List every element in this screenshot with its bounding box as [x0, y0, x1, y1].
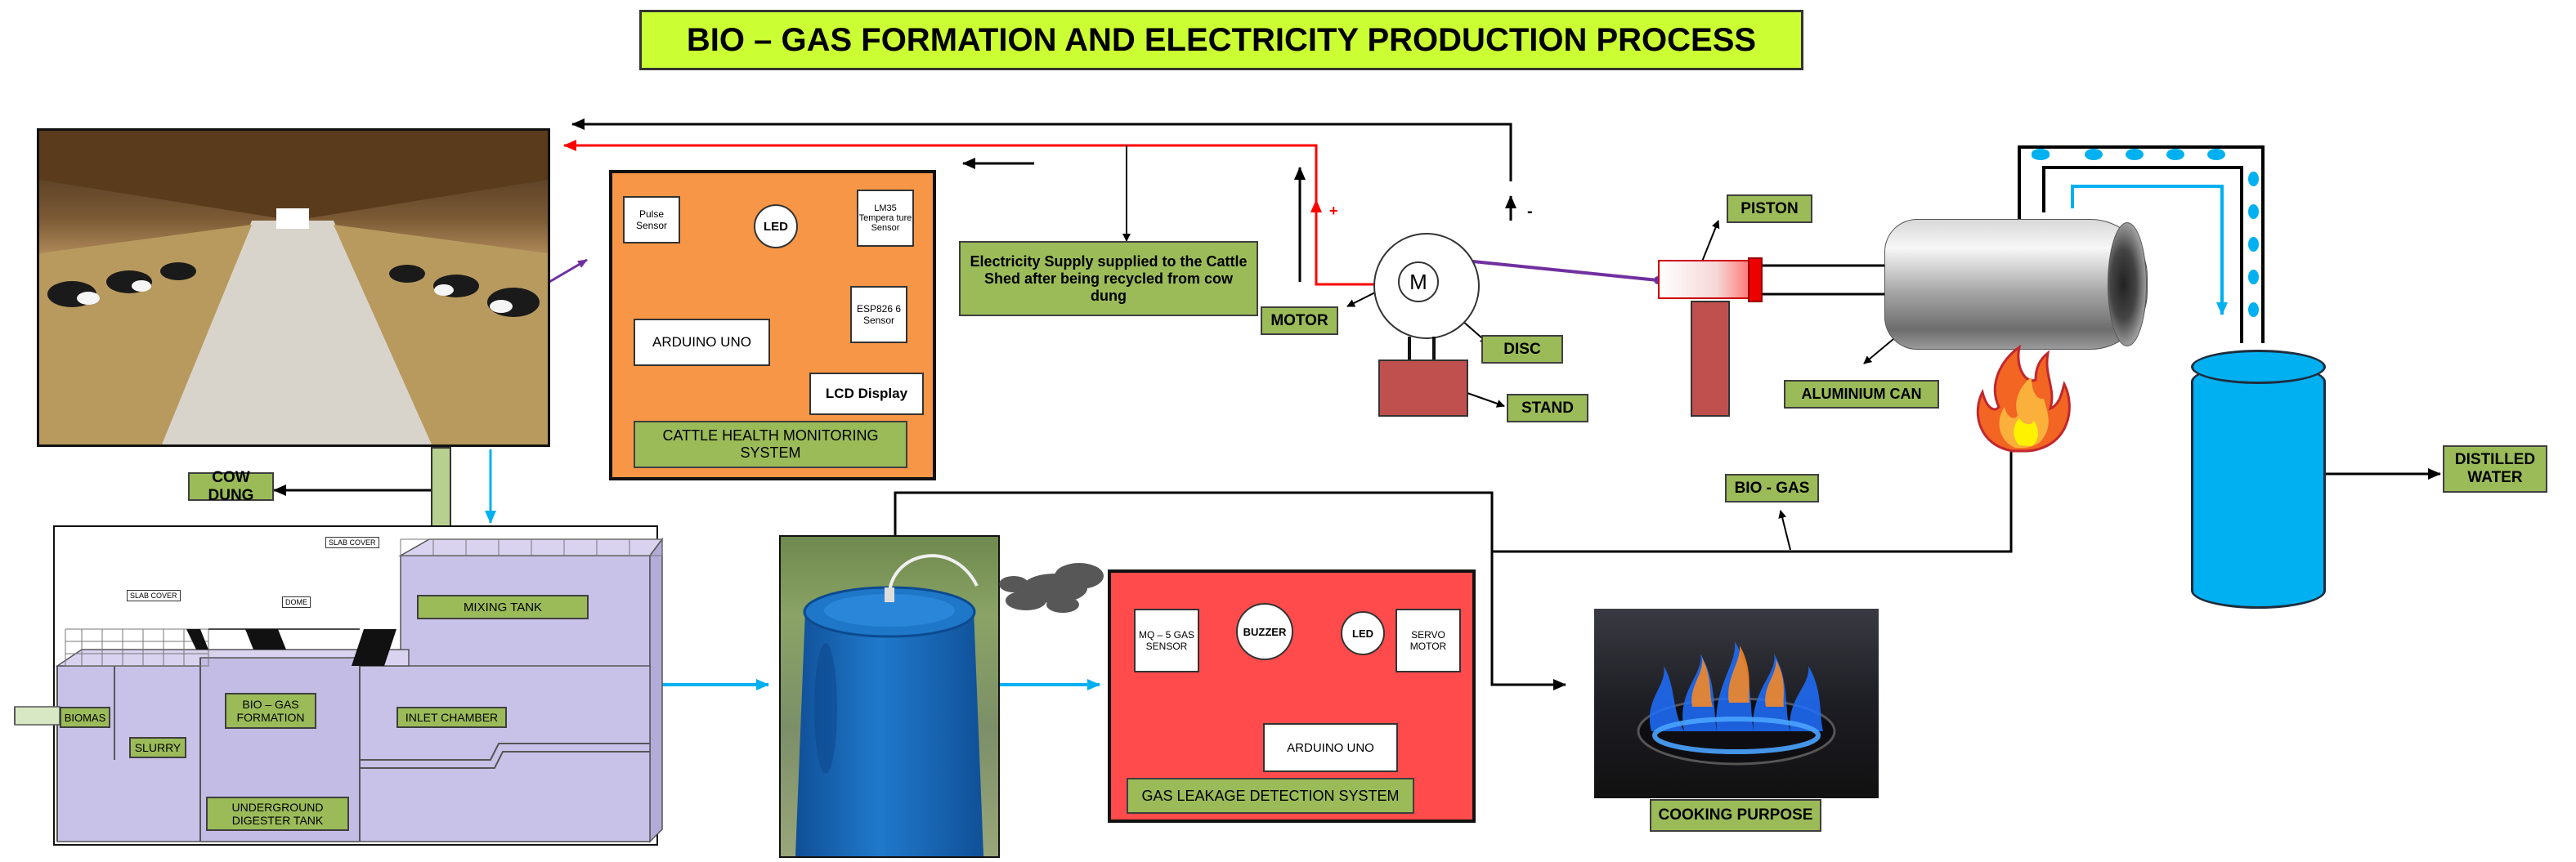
cooking-stove-image [1594, 609, 1879, 798]
stand-leg-left [1408, 337, 1411, 361]
inlet-chamber-label: INLET CHAMBER [396, 707, 507, 728]
servo-motor: SERVO MOTOR [1396, 609, 1461, 672]
electricity-supply-label: Electricity Supply supplied to the Cattl… [959, 241, 1258, 316]
aluminium-can [1884, 219, 2148, 350]
bio-gas-label: BIO - GAS [1725, 474, 1819, 502]
esp8266-sensor: ESP826 6 Sensor [850, 286, 907, 343]
piston-post [1691, 301, 1730, 417]
water-tank-top [2191, 350, 2326, 384]
distill-pipe-outer [2018, 145, 2265, 343]
distill-pipe-inner [2042, 166, 2243, 343]
red-plus-sign: + [1329, 203, 1338, 219]
cattle-arduino-uno: ARDUINO UNO [634, 319, 770, 366]
mixing-tank-label: MIXING TANK [417, 595, 589, 619]
cow-dung-label: COW DUNG [188, 469, 274, 504]
dung-pipe [431, 447, 451, 533]
slurry-label: SLURRY [129, 737, 186, 758]
red-power-line [563, 140, 1382, 286]
gas-barrel-image [779, 535, 1000, 858]
biomas-label: BIOMAS [60, 707, 110, 728]
digester-frame [53, 525, 658, 846]
motor-symbol: M [1398, 261, 1439, 302]
water-tank [2191, 364, 2326, 609]
piston-rod [1456, 258, 1659, 282]
cattle-health-title: CATTLE HEALTH MONITORING SYSTEM [634, 421, 907, 468]
lm35-sensor: LM35 Tempera ture Sensor [857, 190, 914, 247]
cattle-shed-image [37, 128, 550, 447]
mq5-gas-sensor: MQ – 5 GAS SENSOR [1134, 609, 1199, 672]
gas-leakage-title: GAS LEAKAGE DETECTION SYSTEM [1127, 778, 1414, 814]
stand-leg-right [1432, 337, 1436, 361]
electricity-return-line [571, 118, 1516, 221]
piston-cylinder [1658, 260, 1756, 299]
motor-stand [1378, 360, 1468, 417]
lcd-display: LCD Display [809, 373, 924, 415]
gas-arduino-uno: ARDUINO UNO [1263, 723, 1398, 772]
stand-label: STAND [1507, 394, 1588, 422]
page-title: BIO – GAS FORMATION AND ELECTRICITY PROD… [639, 10, 1803, 70]
gas-to-cooking-line [894, 491, 1566, 690]
disc-label: DISC [1481, 335, 1563, 364]
slab-cover-label-left: SLAB COVER [127, 590, 181, 601]
cattle-led: LED [754, 204, 798, 248]
dome-label: DOME [282, 596, 311, 608]
buzzer: BUZZER [1236, 603, 1293, 660]
motor-label: MOTOR [1261, 306, 1338, 335]
can-end [2108, 222, 2147, 346]
distilled-water-label: DISTILLED WATER [2443, 445, 2547, 493]
aluminium-can-label: ALUMINIUM CAN [1784, 380, 1939, 409]
stand-pointer [1464, 391, 1505, 408]
gas-to-burner-line [1492, 408, 2017, 553]
condensate-line [2071, 185, 2228, 315]
cooking-purpose-label: COOKING PURPOSE [1650, 799, 1821, 832]
piston-cap [1748, 257, 1763, 302]
bio-gas-formation-label: BIO – GAS FORMATION [225, 693, 316, 729]
minus-sign: - [1527, 203, 1533, 221]
bio-gas-pointer [1778, 510, 1791, 551]
piston-label: PISTON [1727, 194, 1812, 223]
slab-cover-label-top: SLAB COVER [325, 537, 379, 548]
pulse-sensor: Pulse Sensor [623, 196, 680, 243]
gas-led: LED [1341, 611, 1385, 655]
underground-digester-label: UNDERGROUND DIGESTER TANK [206, 797, 349, 831]
